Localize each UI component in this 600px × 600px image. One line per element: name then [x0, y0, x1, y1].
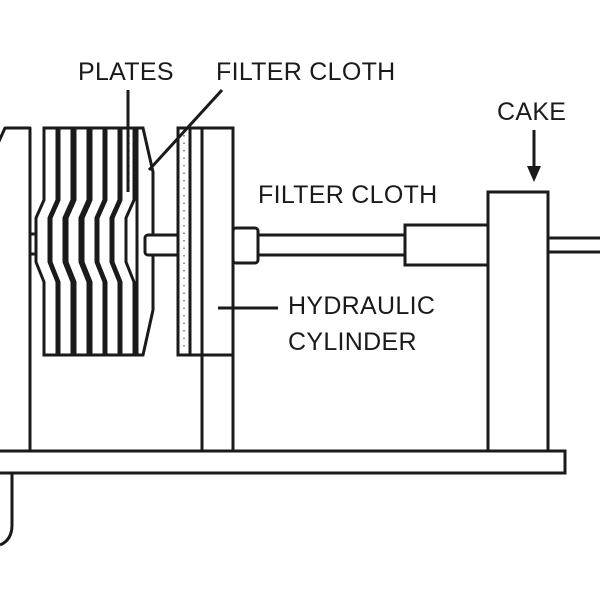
filter-plate — [49, 126, 74, 357]
filter-plate — [65, 126, 90, 357]
fixed-head — [0, 126, 32, 451]
filter-plate — [81, 126, 106, 357]
label-cylinder: CYLINDER — [288, 328, 417, 356]
rod-connector — [231, 226, 260, 265]
cake-arrow-head — [527, 166, 541, 182]
cylinder-body — [403, 223, 490, 267]
label-filter-cloth-top: FILTER CLOTH — [216, 58, 396, 86]
moving-head-support — [200, 355, 235, 451]
piston-rod — [256, 233, 407, 257]
plate-stack — [34, 126, 136, 357]
filter-plate — [96, 126, 121, 357]
base-frame — [0, 449, 567, 475]
shaft — [143, 233, 182, 257]
right-rod — [546, 236, 600, 254]
cylinder-stand — [486, 190, 550, 453]
label-hydraulic: HYDRAULIC — [288, 292, 435, 320]
moving-head — [176, 126, 235, 357]
filter-plate — [34, 126, 59, 357]
left-leg — [0, 471, 14, 547]
filter-cloth-leader — [147, 88, 224, 172]
label-plates: PLATES — [78, 58, 174, 86]
label-filter-cloth-mid: FILTER CLOTH — [258, 181, 438, 209]
label-cake: CAKE — [497, 98, 566, 126]
